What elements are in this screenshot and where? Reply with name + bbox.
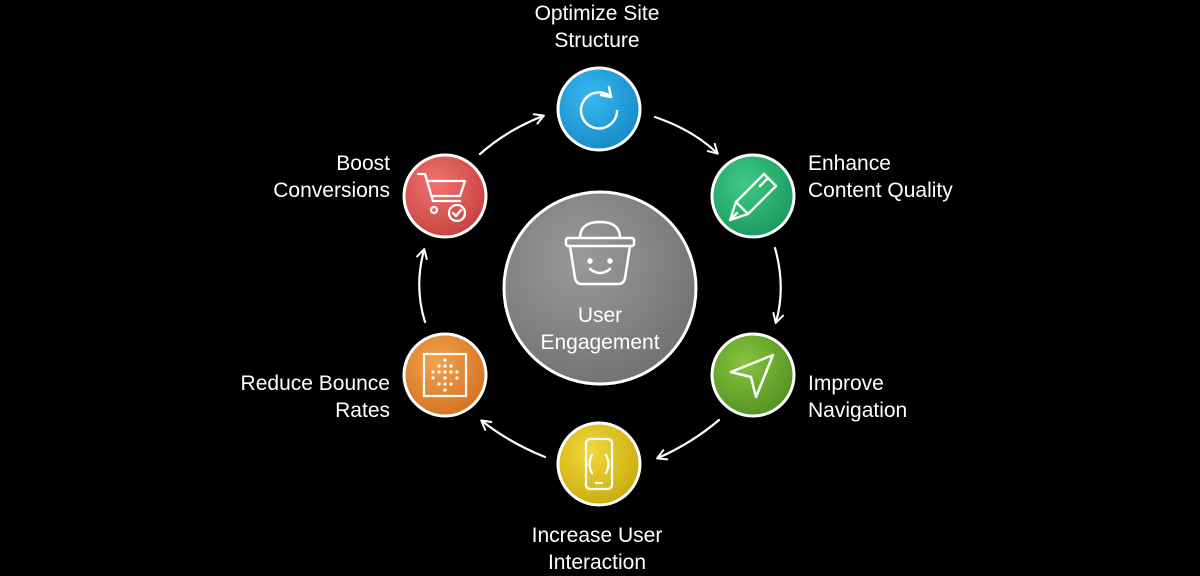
label-line: Reduce Bounce <box>240 372 390 395</box>
refresh-icon <box>579 85 619 130</box>
cart-check-icon <box>416 172 467 223</box>
arrow-bounce-to-conversions <box>416 248 428 324</box>
pen-icon <box>728 172 778 222</box>
label-line: Optimize Site <box>534 2 660 25</box>
arrow-optimize-to-enhance <box>653 115 719 155</box>
arrow-conversions-to-optimize <box>478 113 545 156</box>
node-reduce-bounce-rates <box>402 332 488 418</box>
label-reduce-bounce-rates: Reduce Bounce Rates <box>190 370 390 424</box>
label-line: Conversions <box>273 179 390 202</box>
label-boost-conversions: Boost Conversions <box>190 150 390 204</box>
label-increase-user-interaction: Increase User Interaction <box>497 522 697 576</box>
node-increase-user-interaction <box>556 421 642 507</box>
arrow-navigation-to-interaction <box>656 418 721 461</box>
label-line: Rates <box>335 399 390 422</box>
hub-circle <box>502 190 698 386</box>
label-optimize-site-structure: Optimize Site Structure <box>497 0 697 54</box>
navigation-arrow-icon <box>729 353 775 399</box>
arrow-enhance-to-navigation <box>772 246 785 324</box>
dotted-arrow-icon <box>422 352 468 398</box>
hub-label: User Engagement <box>500 302 700 356</box>
hub-label-line: User <box>577 304 623 327</box>
label-line: Improve <box>808 372 884 395</box>
label-enhance-content-quality: Enhance Content Quality <box>808 150 953 204</box>
label-improve-navigation: Improve Navigation <box>808 370 907 424</box>
label-line: Enhance <box>808 152 891 175</box>
smiling-basket-icon <box>564 220 636 286</box>
vibrating-phone-icon <box>584 437 614 491</box>
label-line: Content Quality <box>808 179 953 202</box>
node-improve-navigation <box>710 332 796 418</box>
label-line: Increase User <box>531 524 663 547</box>
node-boost-conversions <box>402 153 488 239</box>
hub-label-line: Engagement <box>540 331 660 354</box>
node-optimize-site-structure <box>556 66 642 152</box>
node-enhance-content-quality <box>710 153 796 239</box>
label-line: Interaction <box>547 551 647 574</box>
label-line: Navigation <box>808 399 908 422</box>
label-line: Structure <box>554 29 640 52</box>
cycle-arrows <box>416 113 785 461</box>
arrow-interaction-to-bounce <box>480 419 547 459</box>
label-line: Boost <box>336 152 390 175</box>
